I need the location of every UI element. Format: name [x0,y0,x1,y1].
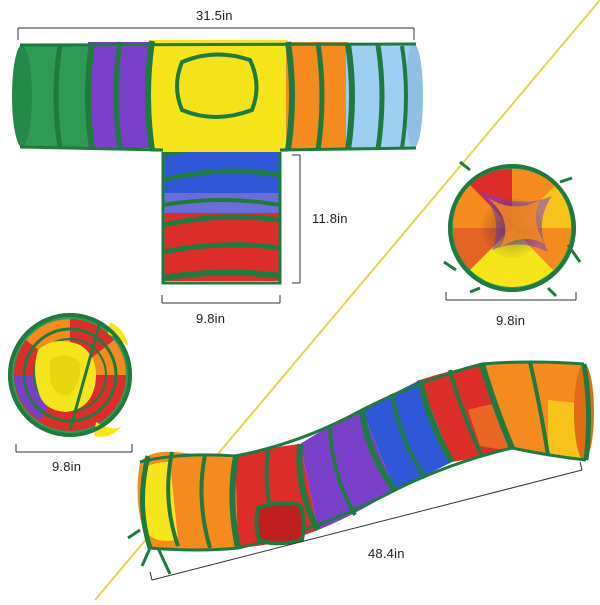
t-tunnel-length-dimension [17,27,415,40]
folded-tunnel-diameter-label: 9.8in [52,459,82,474]
t-tunnel-length-label: 31.5in [196,8,233,23]
t-tunnel-vertical-branch [161,136,282,285]
t-tunnel-horizontal-tube [12,40,423,152]
t-tunnel-diameter-dimension [161,295,281,304]
s-tunnel-length-label: 48.4in [368,546,405,561]
folded-tunnel-diameter-dimension [15,444,133,453]
round-tunnel-diameter-label: 9.8in [496,313,526,328]
round-tunnel-diameter-dimension [445,292,577,301]
s-tunnel-peek-hole [254,501,306,546]
peek-hole [175,52,259,119]
t-tunnel-height-dimension [292,154,301,284]
s-tunnel [127,360,594,581]
t-tunnel-diameter-label: 9.8in [196,311,226,326]
t-tunnel [12,27,423,304]
round-tunnel-end-view [443,160,582,301]
folded-tunnel [8,313,133,453]
s-tunnel-length-dimension [149,461,583,581]
t-tunnel-height-label: 11.8in [312,211,348,226]
